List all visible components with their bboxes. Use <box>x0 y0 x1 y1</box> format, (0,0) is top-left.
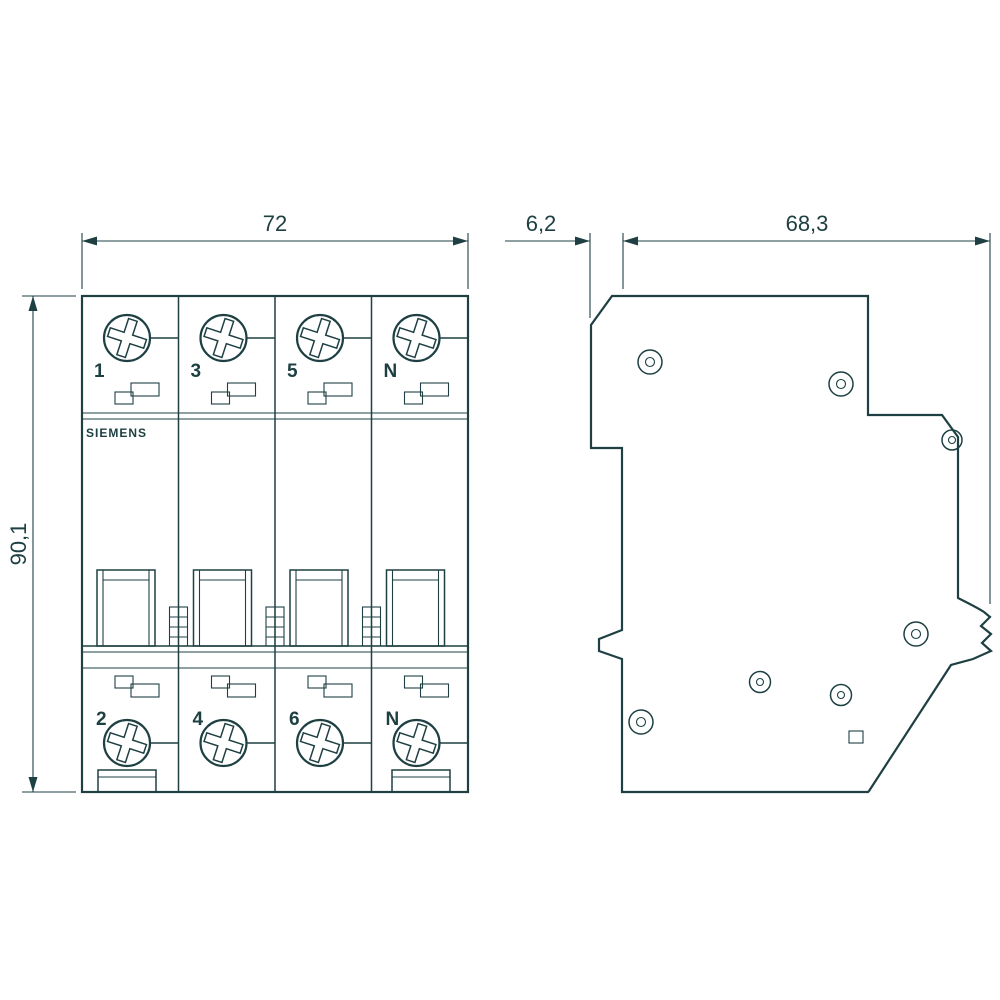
terminal-screw-bottom-n <box>391 718 468 768</box>
din-clip-marker <box>848 730 864 744</box>
rivet-icon <box>628 709 654 735</box>
arrow-right-icon <box>453 236 468 246</box>
rivet-icon <box>637 349 663 375</box>
terminal-screw-top-1 <box>102 313 179 363</box>
arrow-right-icon <box>575 236 590 246</box>
terminal-screw-bottom-4 <box>198 718 275 768</box>
brand-label: SIEMENS <box>86 426 147 440</box>
arrow-left-icon <box>82 236 97 246</box>
dimension-side-body-depth: 68,3 <box>623 211 991 604</box>
side-body-depth-label: 68,3 <box>786 211 829 236</box>
side-view <box>589 294 994 794</box>
rivet-icon <box>903 621 929 647</box>
terminal-label-top-1: 1 <box>94 361 105 382</box>
side-front-depth-label: 6,2 <box>526 211 557 236</box>
front-height-label: 90,1 <box>6 523 31 566</box>
rivet-icon <box>829 683 853 707</box>
vent-grid <box>168 606 382 647</box>
terminal-label-top-4: N <box>384 361 398 382</box>
terminal-screw-top-5 <box>295 313 372 363</box>
arrow-down-icon <box>28 777 38 792</box>
dimension-front-height: 90,1 <box>6 295 76 793</box>
rivet-icon <box>828 371 854 397</box>
side-outline <box>589 294 994 794</box>
arrow-left-icon <box>623 236 638 246</box>
arrow-up-icon <box>28 296 38 311</box>
terminal-screw-top-n <box>391 313 468 363</box>
front-view: 1 3 5 N SIEMENS <box>80 294 470 794</box>
terminal-label-top-2: 3 <box>191 361 202 382</box>
terminal-label-bottom-4: N <box>386 709 400 730</box>
terminal-label-bottom-1: 2 <box>96 709 107 730</box>
terminal-label-bottom-2: 4 <box>193 709 204 730</box>
dimension-side-front-depth: 6,2 <box>505 211 624 318</box>
terminal-label-bottom-3: 6 <box>289 709 300 730</box>
rivet-icon <box>748 670 772 694</box>
rivet-icon <box>941 429 963 451</box>
terminal-clamp-top <box>114 382 450 405</box>
front-width-label: 72 <box>263 211 287 236</box>
mounting-foot <box>97 769 451 793</box>
dimension-front-width: 72 <box>81 211 469 289</box>
terminal-screw-top-3 <box>198 313 275 363</box>
terminal-screw-bottom-2 <box>102 718 179 768</box>
terminal-label-top-3: 5 <box>287 361 298 382</box>
terminal-screw-bottom-6 <box>295 718 372 768</box>
toggle-handles <box>96 569 446 647</box>
terminal-clamp-bottom <box>114 675 450 698</box>
arrow-right-icon <box>975 236 990 246</box>
